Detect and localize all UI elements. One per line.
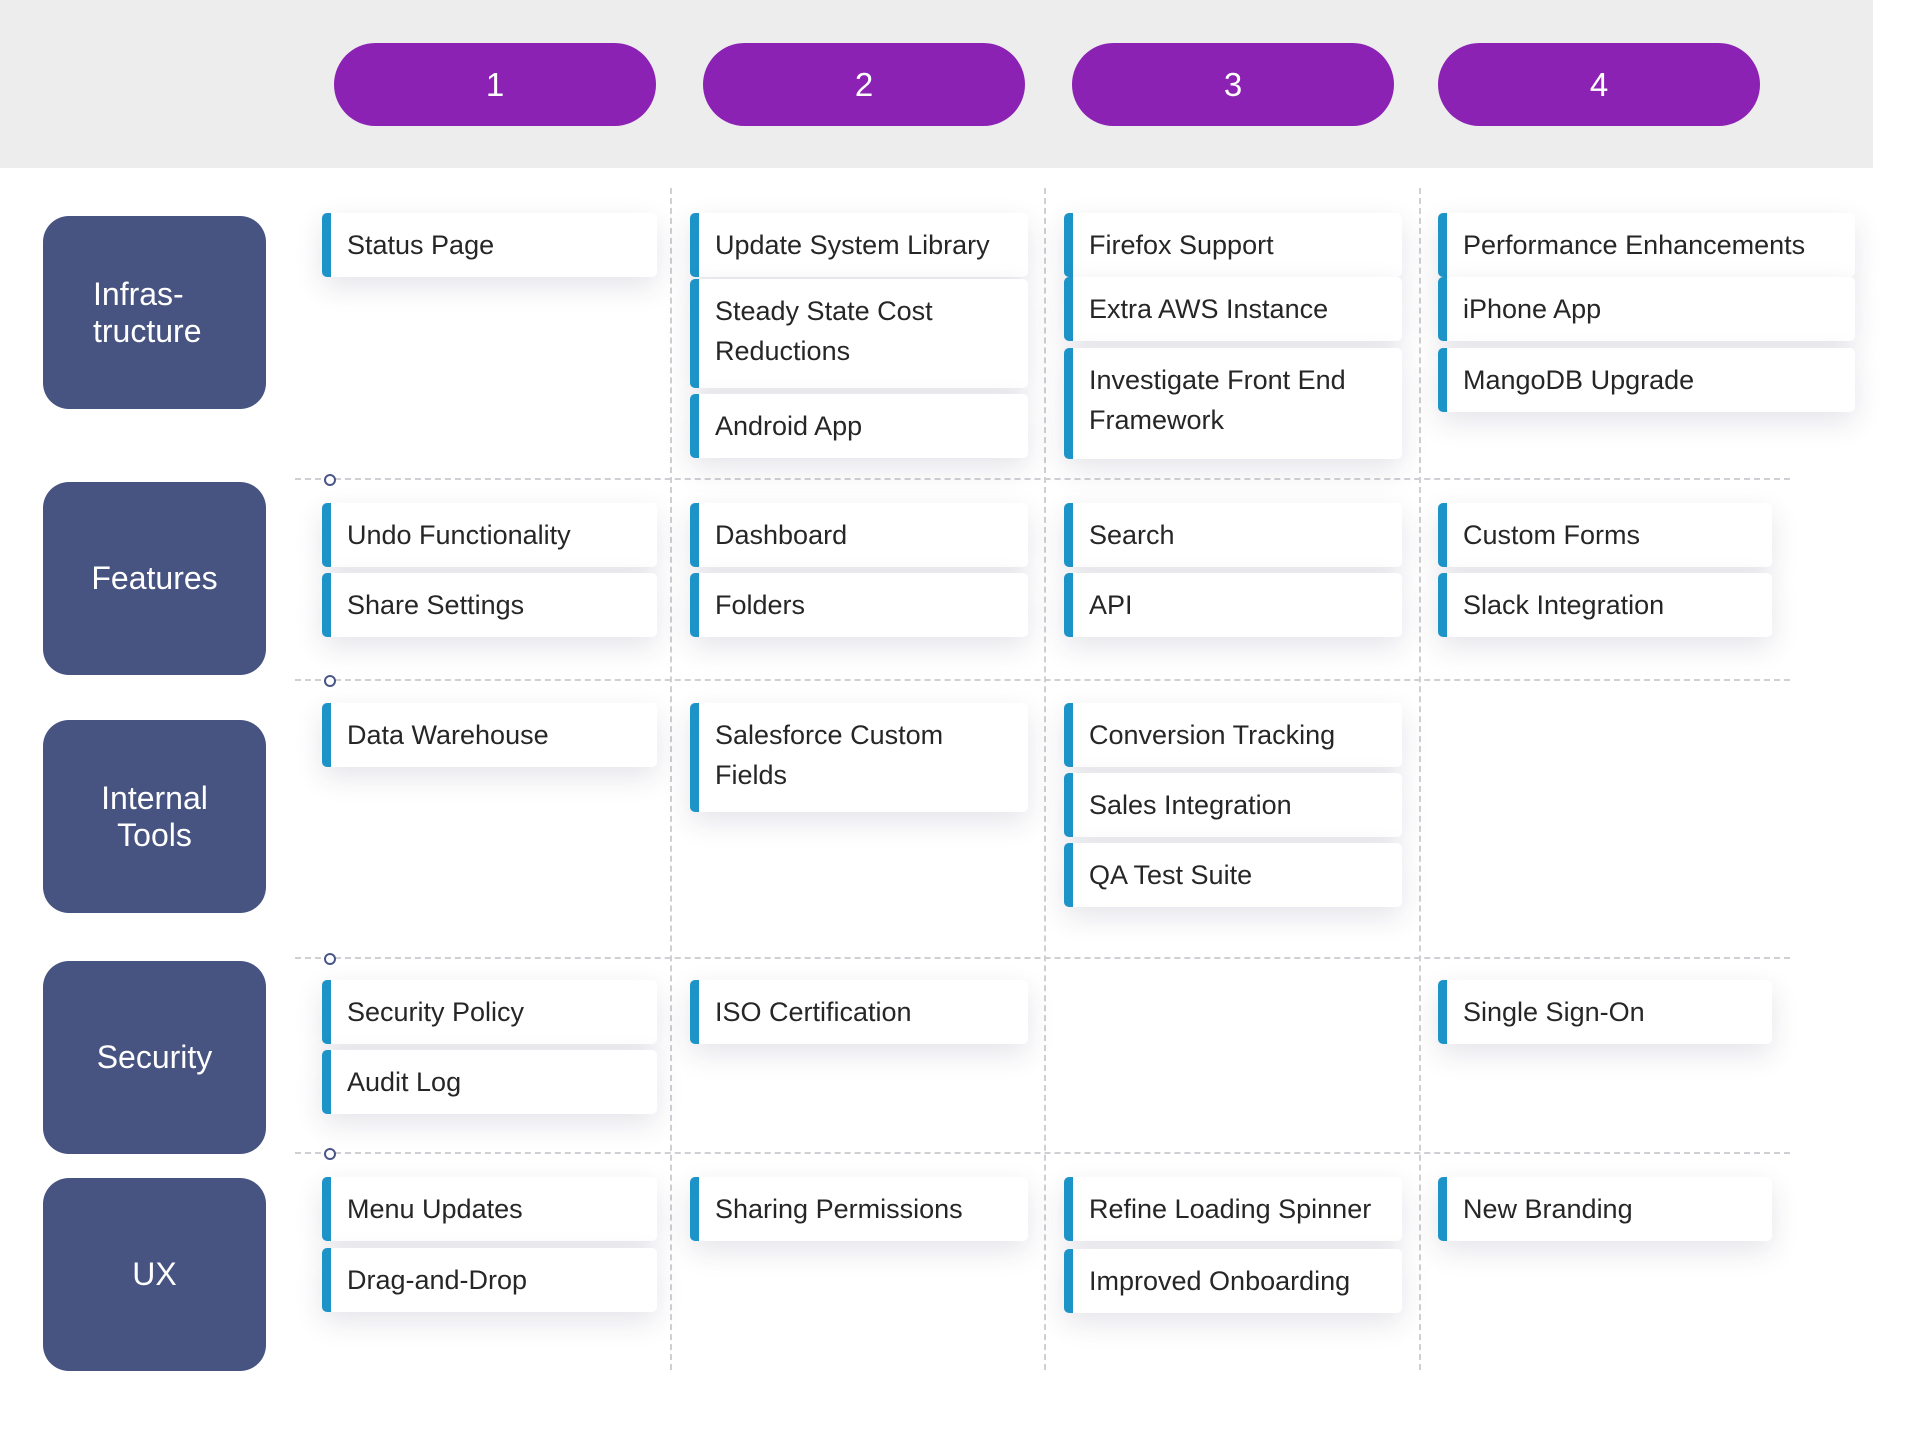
row-divider-marker-4 bbox=[324, 1148, 336, 1160]
row-divider-1 bbox=[295, 478, 1790, 480]
card-sharing-permissions[interactable]: Sharing Permissions bbox=[690, 1177, 1028, 1241]
card-android-app[interactable]: Android App bbox=[690, 394, 1028, 458]
card-extra-aws-instance[interactable]: Extra AWS Instance bbox=[1064, 277, 1402, 341]
card-data-warehouse[interactable]: Data Warehouse bbox=[322, 703, 657, 767]
card-status-page[interactable]: Status Page bbox=[322, 213, 657, 277]
card-salesforce-custom-fields[interactable]: Salesforce Custom Fields bbox=[690, 703, 1028, 812]
card-undo-functionality[interactable]: Undo Functionality bbox=[322, 503, 657, 567]
column-divider-1 bbox=[670, 188, 672, 1370]
column-header-4: 4 bbox=[1438, 43, 1760, 126]
row-divider-marker-3 bbox=[324, 953, 336, 965]
card-custom-forms[interactable]: Custom Forms bbox=[1438, 503, 1772, 567]
card-new-branding[interactable]: New Branding bbox=[1438, 1177, 1772, 1241]
card-qa-test-suite[interactable]: QA Test Suite bbox=[1064, 843, 1402, 907]
row-divider-marker-2 bbox=[324, 675, 336, 687]
card-search[interactable]: Search bbox=[1064, 503, 1402, 567]
card-folders[interactable]: Folders bbox=[690, 573, 1028, 637]
card-mangodb-upgrade[interactable]: MangoDB Upgrade bbox=[1438, 348, 1855, 412]
column-divider-2 bbox=[1044, 188, 1046, 1370]
row-label-infrastructure: Infras- tructure bbox=[43, 216, 266, 409]
card-security-policy[interactable]: Security Policy bbox=[322, 980, 657, 1044]
card-iphone-app[interactable]: iPhone App bbox=[1438, 277, 1855, 341]
card-improved-onboarding[interactable]: Improved Onboarding bbox=[1064, 1249, 1402, 1313]
card-steady-state-cost-reductions[interactable]: Steady State Cost Reductions bbox=[690, 279, 1028, 388]
column-header-1: 1 bbox=[334, 43, 656, 126]
card-refine-loading-spinner[interactable]: Refine Loading Spinner bbox=[1064, 1177, 1402, 1241]
row-divider-marker-1 bbox=[324, 474, 336, 486]
card-dashboard[interactable]: Dashboard bbox=[690, 503, 1028, 567]
card-iso-certification[interactable]: ISO Certification bbox=[690, 980, 1028, 1044]
card-share-settings[interactable]: Share Settings bbox=[322, 573, 657, 637]
row-divider-2 bbox=[295, 679, 1790, 681]
column-header-3: 3 bbox=[1072, 43, 1394, 126]
card-slack-integration[interactable]: Slack Integration bbox=[1438, 573, 1772, 637]
row-label-internal-tools: Internal Tools bbox=[43, 720, 266, 913]
card-conversion-tracking[interactable]: Conversion Tracking bbox=[1064, 703, 1402, 767]
card-single-sign-on[interactable]: Single Sign-On bbox=[1438, 980, 1772, 1044]
row-label-ux: UX bbox=[43, 1178, 266, 1371]
column-header-2: 2 bbox=[703, 43, 1025, 126]
row-divider-3 bbox=[295, 957, 1790, 959]
card-sales-integration[interactable]: Sales Integration bbox=[1064, 773, 1402, 837]
card-investigate-front-end-framework[interactable]: Investigate Front End Framework bbox=[1064, 348, 1402, 459]
card-firefox-support[interactable]: Firefox Support bbox=[1064, 213, 1402, 277]
column-divider-3 bbox=[1419, 188, 1421, 1370]
card-menu-updates[interactable]: Menu Updates bbox=[322, 1177, 657, 1241]
row-label-security: Security bbox=[43, 961, 266, 1154]
card-performance-enhancements[interactable]: Performance Enhancements bbox=[1438, 213, 1855, 277]
card-update-system-library[interactable]: Update System Library bbox=[690, 213, 1028, 277]
card-drag-and-drop[interactable]: Drag-and-Drop bbox=[322, 1248, 657, 1312]
row-label-features: Features bbox=[43, 482, 266, 675]
row-divider-4 bbox=[295, 1152, 1790, 1154]
card-audit-log[interactable]: Audit Log bbox=[322, 1050, 657, 1114]
card-api[interactable]: API bbox=[1064, 573, 1402, 637]
